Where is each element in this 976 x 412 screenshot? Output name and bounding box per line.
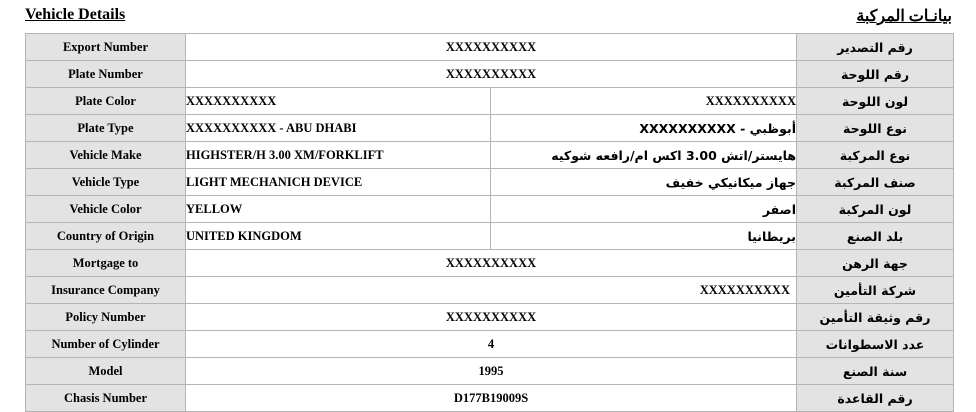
value: XXXXXXXXXX	[185, 33, 797, 61]
value-ar: أبوظبي - XXXXXXXXXX	[490, 114, 797, 142]
label-ar: رقم التصدير	[796, 33, 954, 61]
row-vehicle-type: Vehicle Type LIGHT MECHANICH DEVICE جهاز…	[25, 168, 954, 196]
title-arabic: بيانـات المركبة	[856, 8, 952, 25]
row-policy-number: Policy Number XXXXXXXXXX رقم وثيقة التأم…	[25, 303, 954, 331]
label-ar: سنة الصنع	[796, 357, 954, 385]
value: XXXXXXXXXX	[185, 60, 797, 88]
value-en: XXXXXXXXXX	[185, 87, 491, 115]
label-en: Vehicle Type	[25, 168, 186, 196]
row-plate-color: Plate Color XXXXXXXXXX XXXXXXXXXX لون ال…	[25, 87, 954, 115]
label-en: Plate Color	[25, 87, 186, 115]
value: XXXXXXXXXX	[185, 276, 797, 304]
label-ar: لون المركبة	[796, 195, 954, 223]
row-export-number: Export Number XXXXXXXXXX رقم التصدير	[25, 33, 954, 61]
row-plate-number: Plate Number XXXXXXXXXX رقم اللوحة	[25, 60, 954, 88]
label-en: Vehicle Make	[25, 141, 186, 169]
value: 1995	[185, 357, 797, 385]
label-ar: نوع اللوحة	[796, 114, 954, 142]
value-ar: اصفر	[490, 195, 797, 223]
title-english: Vehicle Details	[25, 6, 126, 23]
label-ar: شركة التأمين	[796, 276, 954, 304]
label-ar: صنف المركبة	[796, 168, 954, 196]
label-en: Mortgage to	[25, 249, 186, 277]
label-ar: رقم القاعدة	[796, 384, 954, 412]
value-en: HIGHSTER/H 3.00 XM/FORKLIFT	[185, 141, 491, 169]
label-ar: لون اللوحة	[796, 87, 954, 115]
value-ar: XXXXXXXXXX	[490, 87, 797, 115]
row-mortgage-to: Mortgage to XXXXXXXXXX جهة الرهن	[25, 249, 954, 277]
vehicle-details-table: Export Number XXXXXXXXXX رقم التصدير Pla…	[25, 33, 954, 412]
label-en: Plate Type	[25, 114, 186, 142]
value-en: YELLOW	[185, 195, 491, 223]
label-en: Number of Cylinder	[25, 330, 186, 358]
value-ar: جهاز ميكانيكي خفيف	[490, 168, 797, 196]
value: XXXXXXXXXX	[185, 303, 797, 331]
row-insurance-company: Insurance Company XXXXXXXXXX شركة التأمي…	[25, 276, 954, 304]
label-en: Model	[25, 357, 186, 385]
label-en: Plate Number	[25, 60, 186, 88]
row-vehicle-color: Vehicle Color YELLOW اصفر لون المركبة	[25, 195, 954, 223]
label-ar: عدد الاسطوانات	[796, 330, 954, 358]
label-en: Export Number	[25, 33, 186, 61]
label-en: Country of Origin	[25, 222, 186, 250]
label-en: Vehicle Color	[25, 195, 186, 223]
label-en: Policy Number	[25, 303, 186, 331]
label-ar: رقم اللوحة	[796, 60, 954, 88]
row-model: Model 1995 سنة الصنع	[25, 357, 954, 385]
label-ar: رقم وثيقة التأمين	[796, 303, 954, 331]
value-en: XXXXXXXXXX - ABU DHABI	[185, 114, 491, 142]
row-plate-type: Plate Type XXXXXXXXXX - ABU DHABI أبوظبي…	[25, 114, 954, 142]
label-en: Chasis Number	[25, 384, 186, 412]
row-number-of-cylinder: Number of Cylinder 4 عدد الاسطوانات	[25, 330, 954, 358]
label-ar: جهة الرهن	[796, 249, 954, 277]
value-ar: بريطانيا	[490, 222, 797, 250]
value-en: LIGHT MECHANICH DEVICE	[185, 168, 491, 196]
row-country-of-origin: Country of Origin UNITED KINGDOM بريطاني…	[25, 222, 954, 250]
value-ar: هايستر/اتش 3.00 اكس ام/رافعه شوكيه	[490, 141, 797, 169]
value: XXXXXXXXXX	[185, 249, 797, 277]
row-chasis-number: Chasis Number D177B19009S رقم القاعدة	[25, 384, 954, 412]
row-vehicle-make: Vehicle Make HIGHSTER/H 3.00 XM/FORKLIFT…	[25, 141, 954, 169]
value-en: UNITED KINGDOM	[185, 222, 491, 250]
label-en: Insurance Company	[25, 276, 186, 304]
value: D177B19009S	[185, 384, 797, 412]
value: 4	[185, 330, 797, 358]
label-ar: نوع المركبة	[796, 141, 954, 169]
label-ar: بلد الصنع	[796, 222, 954, 250]
